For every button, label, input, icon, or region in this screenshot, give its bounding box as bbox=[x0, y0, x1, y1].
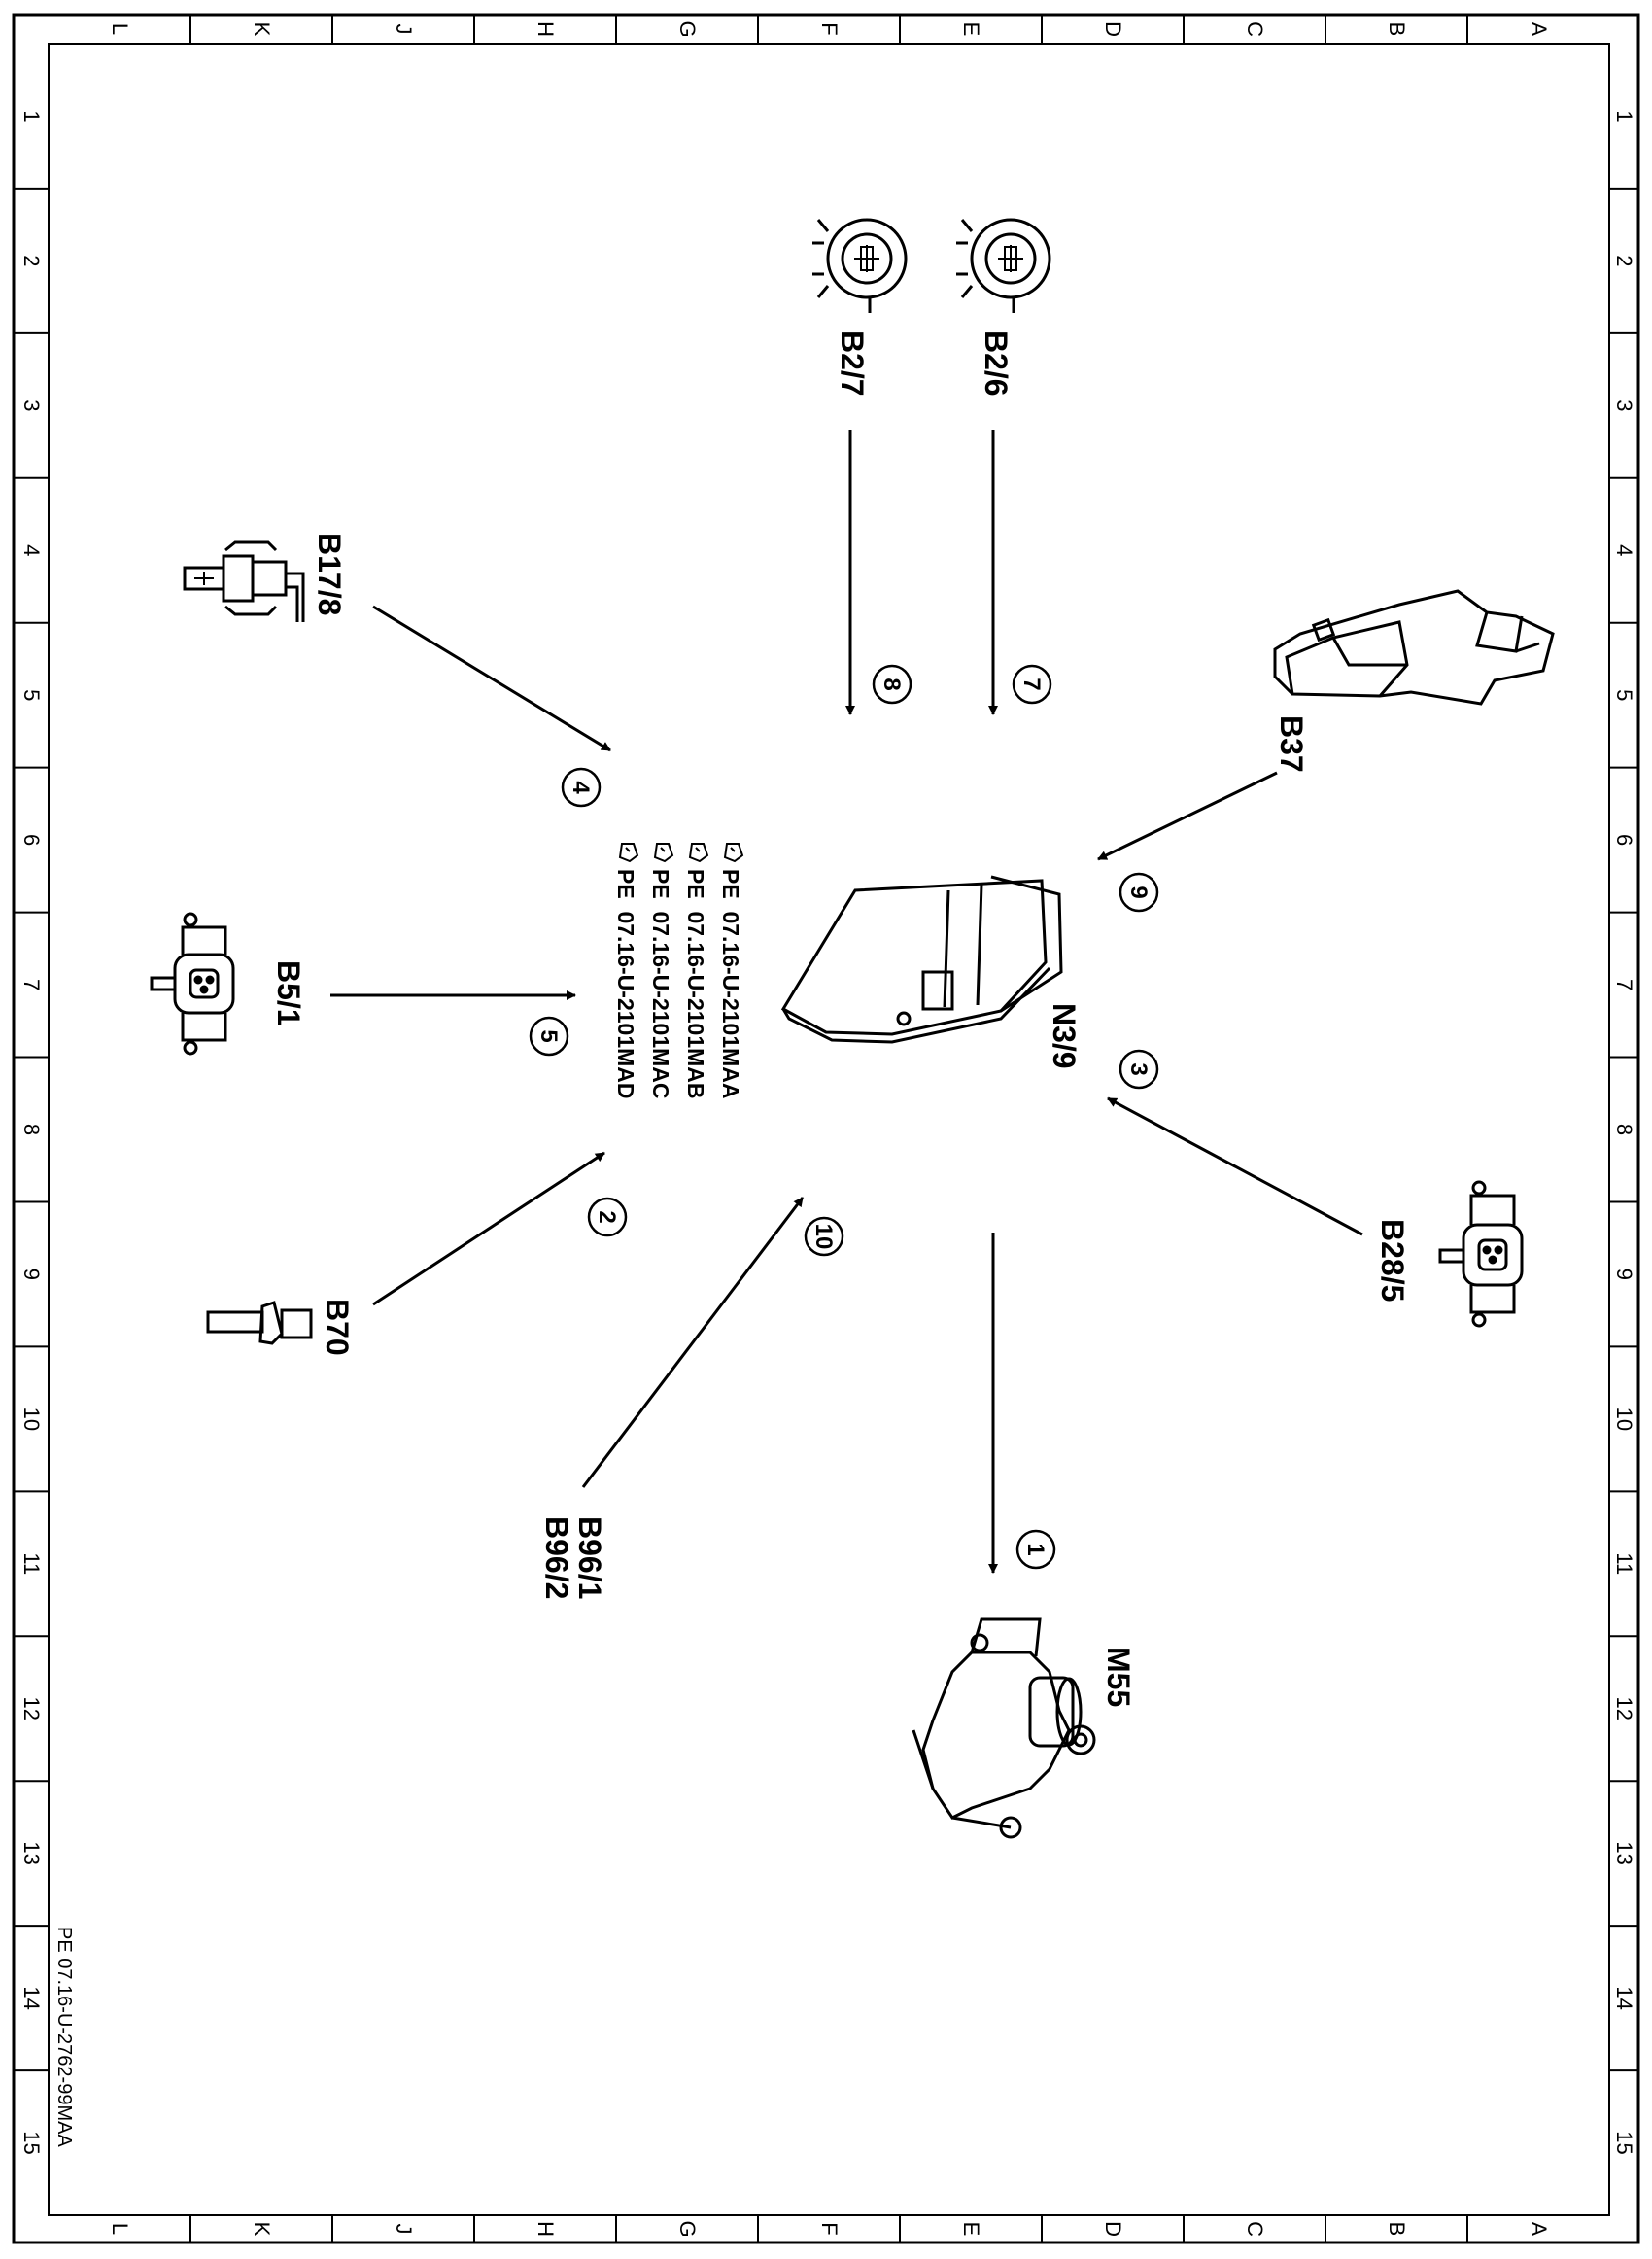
b37-pedal-sensor-icon bbox=[1273, 589, 1555, 706]
callout-circles bbox=[529, 664, 1159, 1570]
grid-number-left: 5 bbox=[19, 689, 44, 701]
label-b5-1: B5/1 bbox=[271, 960, 306, 1026]
grid-letter-bottom: J bbox=[392, 2224, 416, 2235]
grid-letter-top: E bbox=[959, 22, 983, 37]
grid-number-right: 10 bbox=[1612, 1408, 1636, 1431]
grid-number-left: 3 bbox=[19, 400, 44, 411]
grid-letter-top: G bbox=[675, 20, 700, 37]
label-b96-2: B96/2 bbox=[539, 1516, 574, 1599]
label-b2-6: B2/6 bbox=[979, 330, 1014, 397]
label-b96-1: B96/1 bbox=[572, 1516, 607, 1599]
grid-number-right: 2 bbox=[1612, 255, 1636, 266]
grid-letter-top: B bbox=[1385, 22, 1409, 37]
document-id: PE 07.16-U-2762-99MAA bbox=[53, 1927, 75, 2147]
callout-1: 1 bbox=[1022, 1543, 1049, 1555]
callout-9: 9 bbox=[1125, 886, 1152, 898]
callout-7: 7 bbox=[1018, 678, 1045, 690]
grid-letter-top: A bbox=[1527, 22, 1551, 37]
grid-letter-top: H bbox=[533, 21, 558, 37]
grid-number-right: 5 bbox=[1612, 689, 1636, 701]
label-b28-5: B28/5 bbox=[1375, 1219, 1410, 1302]
grid-number-right: 8 bbox=[1612, 1124, 1636, 1135]
grid-number-right: 11 bbox=[1612, 1552, 1636, 1575]
callout-5: 5 bbox=[535, 1029, 562, 1042]
grid-number-left: 11 bbox=[19, 1552, 44, 1575]
grid-number-left: 12 bbox=[19, 1696, 44, 1720]
b2-7-sensor-icon bbox=[812, 218, 908, 313]
grid-letter-bottom: G bbox=[675, 2220, 700, 2237]
callout-10: 10 bbox=[810, 1224, 837, 1250]
grid-number-left: 8 bbox=[19, 1124, 44, 1135]
b17-8-sensor-icon bbox=[183, 540, 305, 622]
grid-letter-bottom: L bbox=[108, 2223, 132, 2235]
grid-letter-bottom: A bbox=[1527, 2222, 1551, 2237]
label-b37: B37 bbox=[1274, 715, 1309, 773]
grid-letter-top: K bbox=[250, 22, 274, 37]
grid-letter-bottom: E bbox=[959, 2222, 983, 2237]
grid-number-left: 14 bbox=[19, 1986, 44, 2009]
grid-ticks bbox=[14, 15, 1638, 2242]
component-labels: B2/7 B2/6 B17/8 B37 N3/9 B5/1 B28/5 B70 … bbox=[271, 330, 1410, 1707]
reference-4: PE 07.16-U-2101MAD bbox=[613, 869, 638, 1099]
callout-3: 3 bbox=[1125, 1062, 1152, 1075]
label-b17-8: B17/8 bbox=[312, 533, 347, 615]
grid-number-left: 2 bbox=[19, 255, 44, 266]
grid-number-left: 13 bbox=[19, 1841, 44, 1864]
callout-numbers: 1 2 3 4 5 7 8 9 10 bbox=[535, 678, 1152, 1555]
grid-number-right: 1 bbox=[1612, 110, 1636, 122]
grid-letter-top: D bbox=[1101, 21, 1125, 37]
grid-number-left: 15 bbox=[19, 2131, 44, 2154]
grid-number-left: 6 bbox=[19, 834, 44, 846]
grid-number-left: 4 bbox=[19, 544, 44, 556]
grid-number-right: 3 bbox=[1612, 400, 1636, 411]
grid-letter-bottom: D bbox=[1101, 2221, 1125, 2237]
grid-number-right: 14 bbox=[1612, 1986, 1636, 2009]
b70-sensor-icon bbox=[206, 1301, 313, 1345]
grid-letter-bottom: F bbox=[817, 2222, 842, 2235]
signal-arrows bbox=[330, 430, 1363, 1574]
reference-3: PE 07.16-U-2101MAC bbox=[648, 869, 673, 1099]
label-m55: M55 bbox=[1101, 1647, 1136, 1707]
grid-number-right: 4 bbox=[1612, 544, 1636, 556]
reference-1: PE 07.16-U-2101MAA bbox=[718, 869, 743, 1099]
b5-1-sensor-icon bbox=[150, 912, 235, 1056]
grid-letter-top: L bbox=[108, 23, 132, 35]
n3-9-control-unit-icon bbox=[780, 875, 1063, 1044]
reference-list: PE 07.16-U-2101MAA PE 07.16-U-2101MAB PE… bbox=[613, 843, 744, 1099]
grid-number-right: 6 bbox=[1612, 834, 1636, 846]
label-n3-9: N3/9 bbox=[1047, 1003, 1082, 1069]
grid-letter-top: F bbox=[817, 22, 842, 35]
grid-letter-top: J bbox=[392, 24, 416, 35]
grid-number-right: 12 bbox=[1612, 1696, 1636, 1720]
grid-letter-bottom: C bbox=[1243, 2221, 1267, 2237]
label-b70: B70 bbox=[320, 1299, 355, 1356]
b28-5-sensor-icon bbox=[1438, 1180, 1524, 1328]
grid-letter-bottom: B bbox=[1385, 2222, 1409, 2237]
grid-number-right: 9 bbox=[1612, 1269, 1636, 1280]
grid-letter-bottom: H bbox=[533, 2221, 558, 2237]
grid-number-left: 7 bbox=[19, 979, 44, 990]
grid-number-right: 13 bbox=[1612, 1841, 1636, 1864]
reference-2: PE 07.16-U-2101MAB bbox=[683, 869, 708, 1099]
grid-number-left: 1 bbox=[19, 110, 44, 122]
grid-number-left: 10 bbox=[19, 1408, 44, 1431]
m55-actuator-icon bbox=[912, 1617, 1096, 1839]
callout-4: 4 bbox=[568, 781, 594, 794]
b2-6-sensor-icon bbox=[956, 218, 1051, 313]
grid-number-left: 9 bbox=[19, 1269, 44, 1280]
callout-8: 8 bbox=[878, 678, 905, 690]
grid-number-right: 7 bbox=[1612, 979, 1636, 990]
callout-2: 2 bbox=[594, 1210, 620, 1223]
grid-letter-bottom: K bbox=[250, 2222, 274, 2237]
grid-number-right: 15 bbox=[1612, 2131, 1636, 2154]
drawing-frame bbox=[12, 13, 1640, 2244]
grid-letter-top: C bbox=[1243, 21, 1267, 37]
label-b2-7: B2/7 bbox=[835, 330, 870, 397]
hand-icon bbox=[618, 843, 744, 863]
